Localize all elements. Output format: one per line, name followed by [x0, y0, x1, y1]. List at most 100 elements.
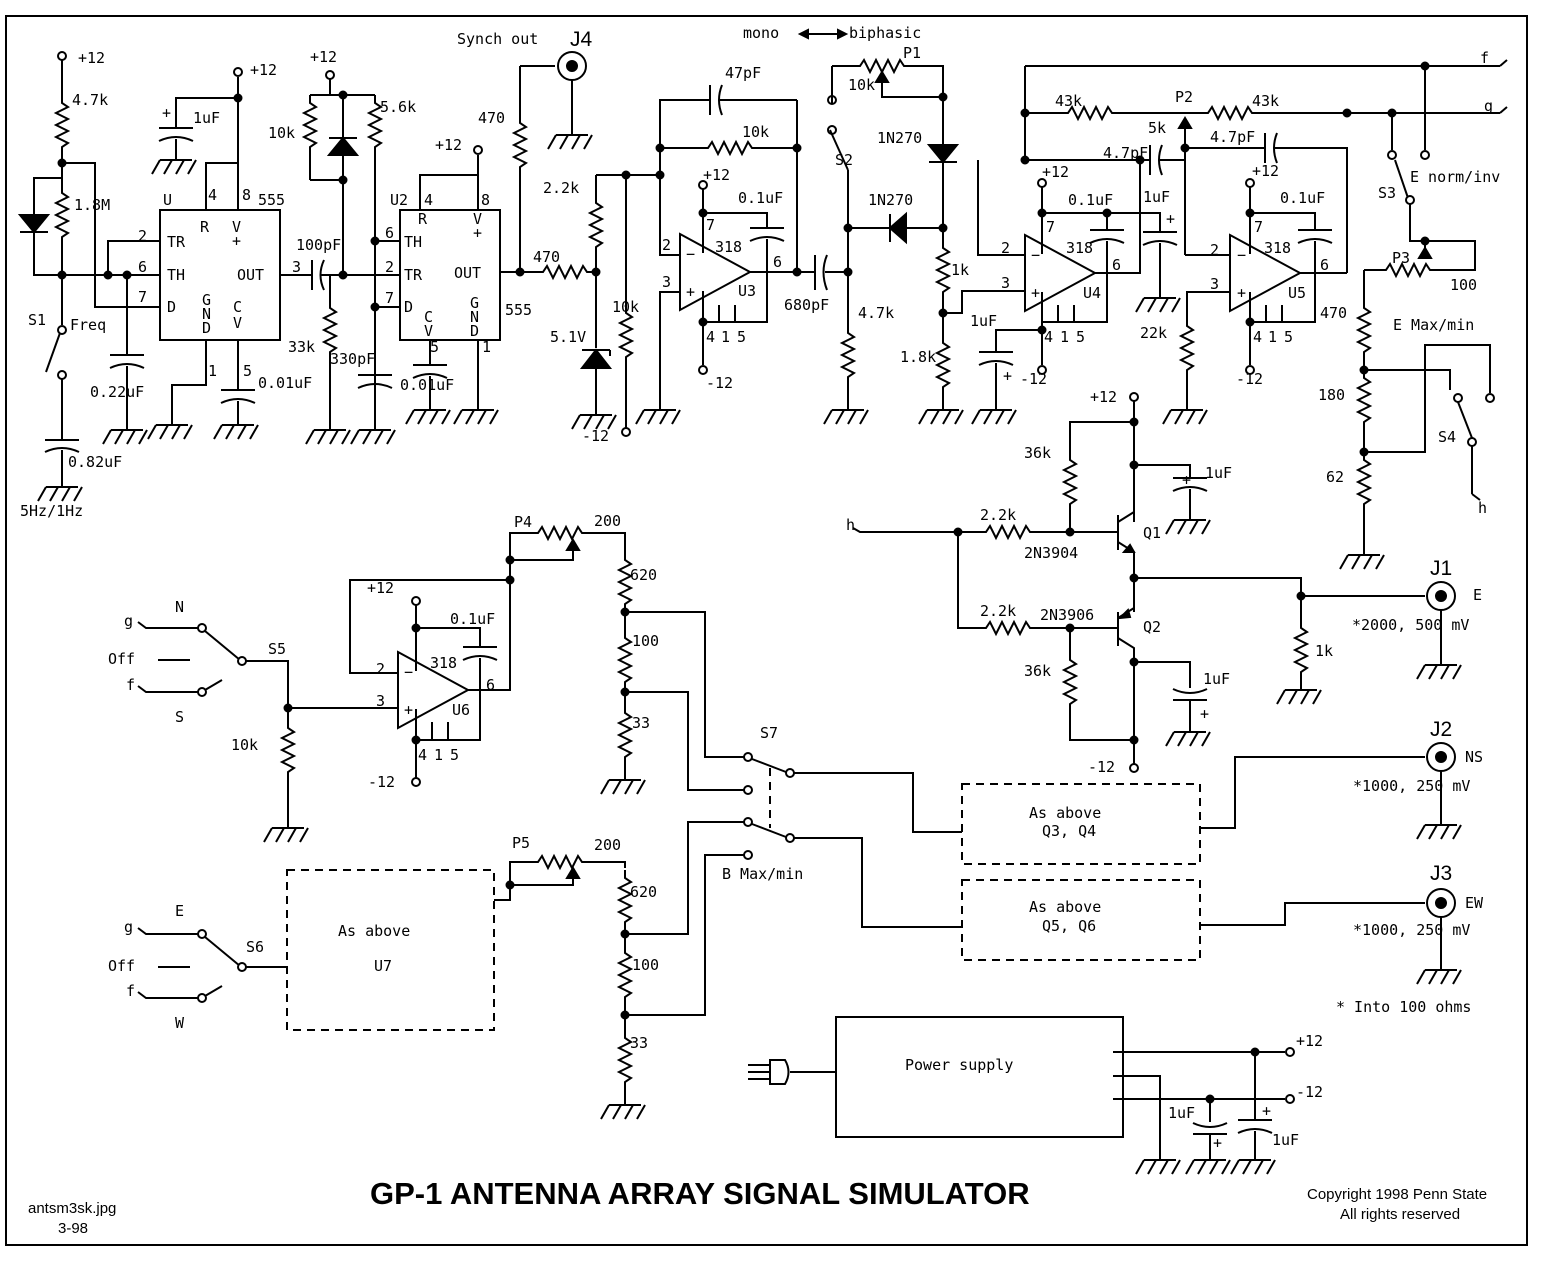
connector-j1-label: J1	[1430, 557, 1452, 580]
rail-label: -12	[1020, 370, 1047, 388]
pot-value: 5k	[1148, 119, 1166, 137]
pin-number: 6	[773, 253, 782, 271]
resistor-label: 100	[632, 632, 659, 650]
switch-s2-label: S2	[835, 151, 853, 169]
pot-p3-label: P3	[1392, 249, 1410, 267]
pin-name: C	[424, 308, 433, 326]
polarity-mark: +	[1262, 1102, 1271, 1120]
pin-name: OUT	[454, 264, 481, 282]
capacitor-label: 0.1uF	[1280, 189, 1325, 207]
resistor-label: 43k	[1252, 92, 1279, 110]
power-supply-label: Power supply	[905, 1056, 1013, 1074]
switch-position-off: Off	[108, 957, 135, 975]
switch-s7-lever-b[interactable]	[751, 823, 787, 838]
pin-name: −	[686, 245, 695, 263]
pin-number: 6	[138, 258, 147, 276]
switch-s4-lever[interactable]	[1457, 401, 1473, 439]
pin-name: −	[1237, 246, 1246, 264]
pot-p2-label: P2	[1175, 88, 1193, 106]
switch-s2-lever[interactable]	[829, 129, 849, 171]
plug-icon	[748, 1064, 770, 1080]
resistor-label: 620	[630, 566, 657, 584]
switch-s7-lever-a[interactable]	[751, 758, 787, 773]
capacitor-label: 0.01uF	[400, 376, 454, 394]
rail-label: +12	[1090, 388, 1117, 406]
pin-name: D	[470, 322, 479, 340]
rail-label: -12	[1088, 758, 1115, 776]
connector-j2-name: NS	[1465, 748, 1483, 766]
polarity-mark: +	[1213, 1134, 1222, 1152]
pin-name: D	[202, 319, 211, 337]
pot-p1-label: P1	[903, 44, 921, 62]
connector-j3-level: *1000, 250 mV	[1353, 921, 1470, 939]
switch-position-s: S	[175, 708, 184, 726]
capacitor-label: 0.1uF	[450, 610, 495, 628]
capacitor-label: 0.1uF	[738, 189, 783, 207]
resistor-label: 36k	[1024, 662, 1051, 680]
switch-s3-label: S3	[1378, 184, 1396, 202]
copyright-line-2: All rights reserved	[1340, 1206, 1460, 1223]
node-g-label: g	[1484, 97, 1493, 115]
u3-section: 2.2k 5.1V -12 10k 47pF 10k 2 3 − + 318 U…	[543, 64, 894, 445]
box-note: As above	[1029, 898, 1101, 916]
node-g-label: g	[124, 918, 133, 936]
mode-note-mono: mono	[743, 24, 779, 42]
switch-s5-lever[interactable]	[204, 630, 241, 661]
switch-s7-label: S7	[760, 724, 778, 742]
u7-section: E g S6 Off f W As above U7 P5 200 620 10…	[108, 821, 745, 1120]
resistor-label: 180	[1318, 386, 1345, 404]
pin-number: 1	[1060, 328, 1069, 346]
u5-section: 4.7pF 2 3 − + 318 U5 6 22k +12 0.1uF 7 4…	[1140, 108, 1352, 425]
pin-number: 1	[482, 338, 491, 356]
connector-j2-label: J2	[1430, 718, 1452, 741]
resistor-label: 620	[630, 883, 657, 901]
capacitor-label: 1uF	[1203, 670, 1230, 688]
pin-number: 4	[1253, 328, 1262, 346]
pin-number: 3	[292, 258, 301, 276]
timer-label: U2	[390, 191, 408, 209]
node-f-label: f	[126, 982, 135, 1000]
resistor-label: 43k	[1055, 92, 1082, 110]
file-date: 3-98	[58, 1220, 88, 1237]
resistor-label: 1.8k	[900, 348, 936, 366]
timer-u1-section: +12 4.7k 1.8M 0.22uF S1 Freq 0.82uF 5Hz/…	[17, 49, 395, 520]
node-g-label: g	[124, 612, 133, 630]
pin-number: 2	[1210, 241, 1219, 259]
pin-number: 2	[1001, 239, 1010, 257]
pin-name: V	[424, 322, 433, 340]
box-note: U7	[374, 957, 392, 975]
switch-s3-name: E norm/inv	[1410, 168, 1500, 186]
node-h-label: h	[1478, 499, 1487, 517]
load-note: * Into 100 ohms	[1336, 998, 1471, 1016]
pin-number: 4	[424, 191, 433, 209]
rail-label: +12	[1296, 1032, 1323, 1050]
pin-name: R	[200, 218, 210, 236]
polarity-mark: +	[1200, 705, 1209, 723]
pin-name: +	[404, 701, 413, 719]
polarity-mark: +	[1003, 367, 1012, 385]
pin-number: 1	[434, 746, 443, 764]
opamp-label: U3	[738, 282, 756, 300]
frequency-note: 5Hz/1Hz	[20, 502, 83, 520]
file-name: antsm3sk.jpg	[28, 1200, 116, 1217]
switch-s3-lever[interactable]	[1394, 159, 1409, 199]
capacitor-label: 680pF	[784, 296, 829, 314]
timer-type: 555	[258, 191, 285, 209]
rail-label: -12	[1236, 370, 1263, 388]
pin-name: +	[1237, 284, 1246, 302]
switch-s6-lever[interactable]	[204, 936, 241, 967]
u6-section: N g S5 Off f S 10k 3 2 − + 318 U6 6 +12 …	[108, 512, 745, 843]
resistor-label: 10k	[742, 123, 769, 141]
rail-label: +12	[1252, 162, 1279, 180]
opamp-type: 318	[715, 238, 742, 256]
pin-name: −	[404, 663, 413, 681]
pin-number: 5	[243, 362, 252, 380]
timer-label: U	[163, 191, 172, 209]
pin-name: C	[233, 298, 242, 316]
pin-name: N	[470, 308, 479, 326]
switch-s7: S7 B Max/min	[722, 724, 962, 928]
pot-value: 200	[594, 836, 621, 854]
resistor-label: 470	[478, 109, 505, 127]
pin-number: 4	[1044, 328, 1053, 346]
pot-p5-label: P5	[512, 834, 530, 852]
